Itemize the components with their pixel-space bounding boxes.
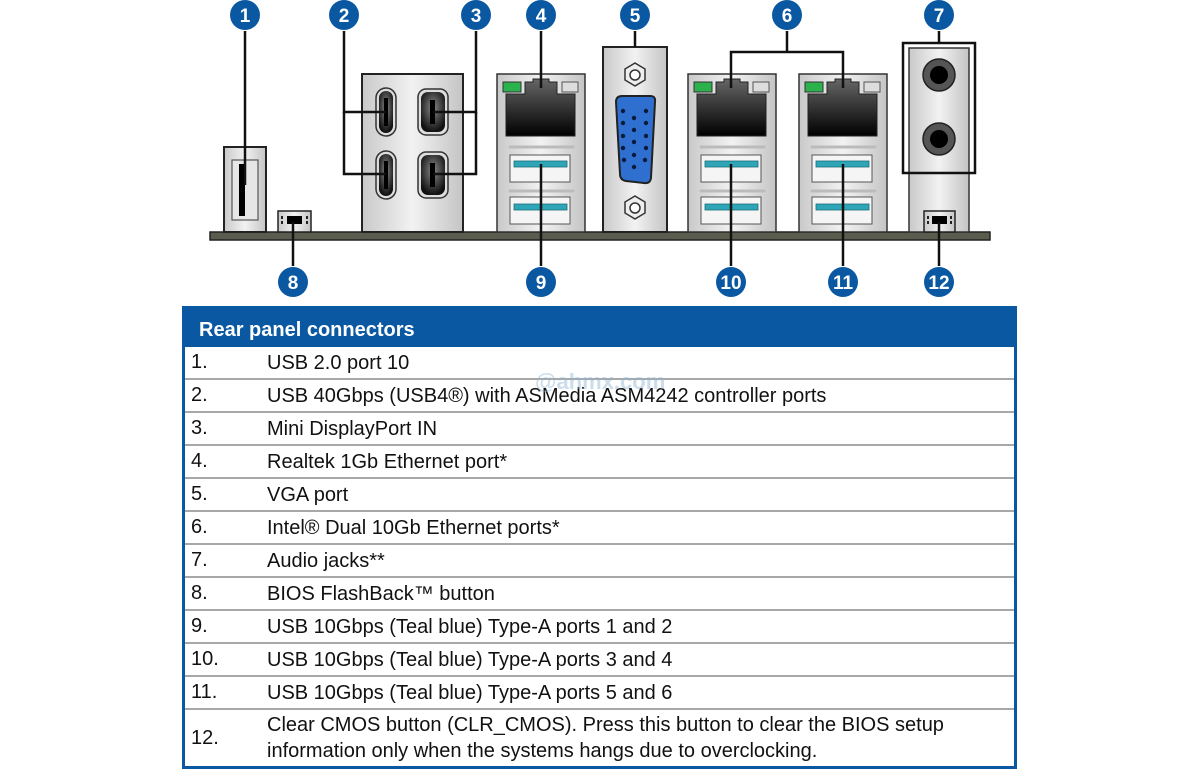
callout-badge-12: 12: [924, 267, 954, 297]
table-row: 5. VGA port: [185, 477, 1014, 510]
row-description: USB 10Gbps (Teal blue) Type-A ports 3 an…: [267, 648, 673, 671]
table-row: 7. Audio jacks**: [185, 543, 1014, 576]
table-row: 9. USB 10Gbps (Teal blue) Type-A ports 1 …: [185, 609, 1014, 642]
callout-badge-10: 10: [716, 267, 746, 297]
row-description: Clear CMOS button (CLR_CMOS). Press this…: [267, 714, 944, 762]
row-description: Audio jacks**: [267, 549, 385, 572]
row-number: 9.: [191, 615, 208, 637]
lan-usb-stack-1: [496, 73, 586, 233]
table-row: 11. USB 10Gbps (Teal blue) Type-A ports 5…: [185, 675, 1014, 708]
row-description: Realtek 1Gb Ethernet port*: [267, 450, 508, 473]
row-description: Mini DisplayPort IN: [267, 417, 438, 440]
rear-panel-connectors-table: Rear panel connectors 1. USB 2.0 port 10 …: [182, 306, 1017, 769]
audio-cmos-block: [901, 41, 977, 233]
row-number: 11.: [191, 681, 218, 703]
row-number: 1.: [191, 351, 208, 373]
table-title: Rear panel connectors: [185, 309, 1014, 347]
row-description: USB 10Gbps (Teal blue) Type-A ports 5 an…: [267, 681, 673, 704]
leader-lines: [243, 31, 941, 266]
callout-badge-1: 1: [230, 0, 260, 30]
callout-badge-7: 7: [924, 0, 954, 30]
svg-text:11: 11: [833, 273, 854, 294]
row-number: 10.: [191, 648, 219, 670]
svg-text:4: 4: [536, 6, 547, 27]
svg-text:9: 9: [536, 273, 547, 294]
table-row: 10. USB 10Gbps (Teal blue) Type-A ports 3…: [185, 642, 1014, 675]
row-number: 8.: [191, 582, 208, 604]
row-number: 12.: [191, 726, 219, 749]
row-description: Intel® Dual 10Gb Ethernet ports*: [267, 516, 560, 539]
usb4-minidp-block: [361, 73, 464, 233]
svg-text:10: 10: [720, 273, 741, 294]
row-description: BIOS FlashBack™ button: [267, 582, 495, 605]
callout-badge-6: 6: [772, 0, 802, 30]
callout-badge-4: 4: [526, 0, 556, 30]
table-row: 2. USB 40Gbps (USB4®) with ASMedia ASM424…: [185, 378, 1014, 411]
audio-jack: [922, 58, 956, 92]
svg-text:2: 2: [339, 6, 350, 27]
bios-flashback-button: [277, 210, 312, 233]
svg-text:1: 1: [240, 6, 251, 27]
row-number: 4.: [191, 450, 208, 472]
row-number: 5.: [191, 483, 208, 505]
row-number: 7.: [191, 549, 208, 571]
svg-text:5: 5: [630, 6, 641, 27]
callout-badge-5: 5: [620, 0, 650, 30]
row-description: VGA port: [267, 483, 349, 506]
table-row: 6. Intel® Dual 10Gb Ethernet ports*: [185, 510, 1014, 543]
row-number: 6.: [191, 516, 208, 538]
audio-jack: [922, 122, 956, 156]
row-description: USB 2.0 port 10: [267, 351, 410, 374]
svg-text:6: 6: [782, 6, 793, 27]
svg-text:8: 8: [288, 273, 299, 294]
table-body: 1. USB 2.0 port 10 2. USB 40Gbps (USB4®) w…: [185, 347, 1014, 766]
callout-badge-11: 11: [828, 267, 858, 297]
row-description: USB 40Gbps (USB4®) with ASMedia ASM4242 …: [267, 384, 827, 407]
svg-text:12: 12: [928, 273, 949, 294]
baseboard: [209, 231, 991, 241]
callout-badge-8: 8: [278, 267, 308, 297]
callout-badge-2: 2: [329, 0, 359, 30]
row-number: 3.: [191, 417, 208, 439]
vga-port: [602, 46, 668, 233]
callout-badge-3: 3: [461, 0, 491, 30]
svg-text:3: 3: [471, 6, 482, 27]
table-row: 8. BIOS FlashBack™ button: [185, 576, 1014, 609]
table-row: 3. Mini DisplayPort IN: [185, 411, 1014, 444]
callout-badge-9: 9: [526, 267, 556, 297]
table-row: 1. USB 2.0 port 10: [185, 347, 1014, 378]
table-row: 4. Realtek 1Gb Ethernet port*: [185, 444, 1014, 477]
svg-text:7: 7: [934, 6, 945, 27]
table-row: 12. Clear CMOS button (CLR_CMOS). Press t…: [185, 708, 1014, 766]
rear-panel-diagram: 1 2 3 4 5 6 7 8 9 10 11 12: [209, 0, 991, 297]
row-number: 2.: [191, 384, 208, 406]
row-description: USB 10Gbps (Teal blue) Type-A ports 1 an…: [267, 615, 673, 638]
